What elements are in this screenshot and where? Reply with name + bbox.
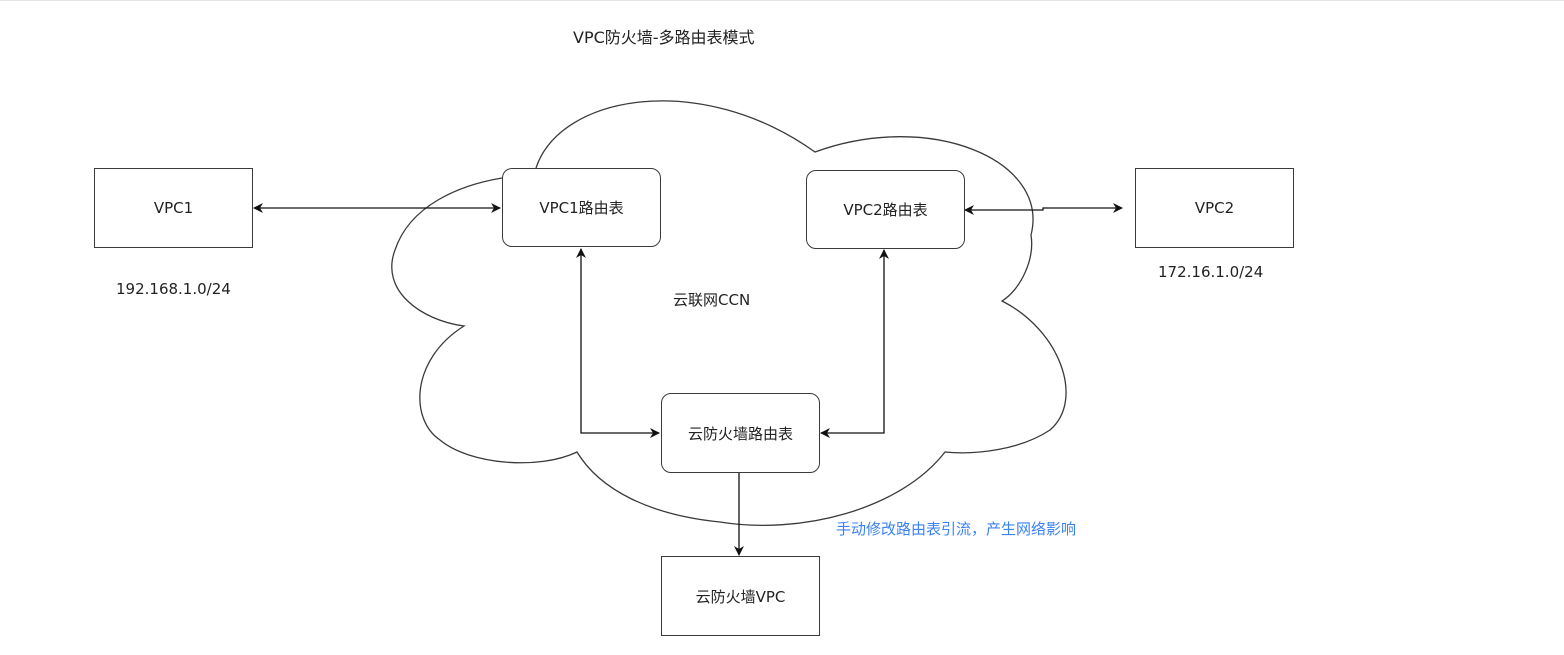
edge-vpc1-route-table-to-firewall-route-table <box>576 248 660 438</box>
top-border <box>0 0 1564 1</box>
firewall-vpc-label: 云防火墙VPC <box>695 587 786 606</box>
vpc1-label: VPC1 <box>153 199 194 217</box>
firewall-route-table-label: 云防火墙路由表 <box>687 424 793 443</box>
vpc2-route-table-node[interactable]: VPC2路由表 <box>806 170 965 249</box>
firewall-vpc-node[interactable]: 云防火墙VPC <box>661 556 820 636</box>
diagram-title: VPC防火墙-多路由表模式 <box>573 28 755 47</box>
ccn-cloud-label: 云联网CCN <box>673 291 751 309</box>
vpc2-route-table-label: VPC2路由表 <box>843 201 928 219</box>
vpc2-cidr: 172.16.1.0/24 <box>1158 263 1264 281</box>
vpc2-node[interactable]: VPC2 <box>1135 168 1294 248</box>
vpc2-label: VPC2 <box>1194 199 1235 217</box>
ccn-cloud-shape <box>391 100 1067 527</box>
edge-vpc2-route-table-to-vpc2 <box>964 203 1123 215</box>
vpc1-route-table-label: VPC1路由表 <box>539 199 624 217</box>
vpc1-cidr: 192.168.1.0/24 <box>116 280 231 298</box>
firewall-route-table-node[interactable]: 云防火墙路由表 <box>661 393 820 473</box>
edge-vpc2-route-table-to-firewall-route-table <box>820 249 889 438</box>
vpc1-node[interactable]: VPC1 <box>94 168 253 248</box>
vpc1-route-table-node[interactable]: VPC1路由表 <box>502 168 661 247</box>
route-change-annotation: 手动修改路由表引流，产生网络影响 <box>836 520 1077 538</box>
